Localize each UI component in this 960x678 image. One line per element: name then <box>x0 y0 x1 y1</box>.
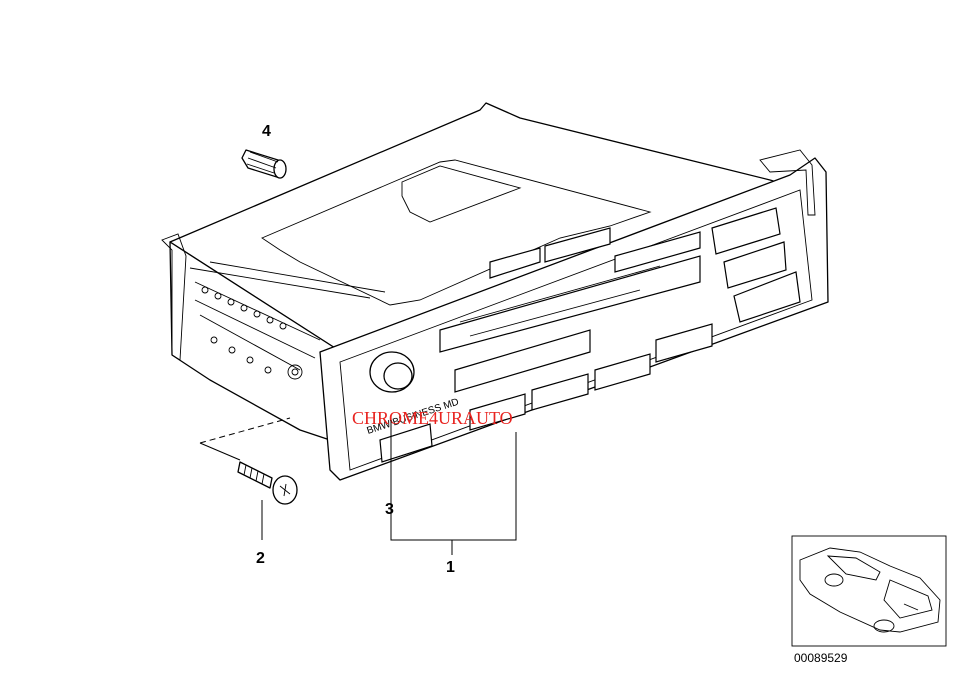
volume-knob <box>369 351 415 393</box>
callout-1: 1 <box>446 559 455 576</box>
watermark-text: CHROME4URAUTO <box>352 408 513 428</box>
vehicle-thumbnail <box>791 535 947 647</box>
connector-pins <box>194 281 321 374</box>
knob-part <box>241 149 287 179</box>
callout-4: 4 <box>262 123 271 140</box>
thumbnail-frame <box>791 535 947 647</box>
callout-3: 3 <box>385 501 394 518</box>
screw-part <box>237 461 298 505</box>
diagram-number: 00089529 <box>794 651 848 665</box>
callout-2: 2 <box>256 550 265 567</box>
radio-unit: BMW BUSINESS MD <box>161 102 829 481</box>
